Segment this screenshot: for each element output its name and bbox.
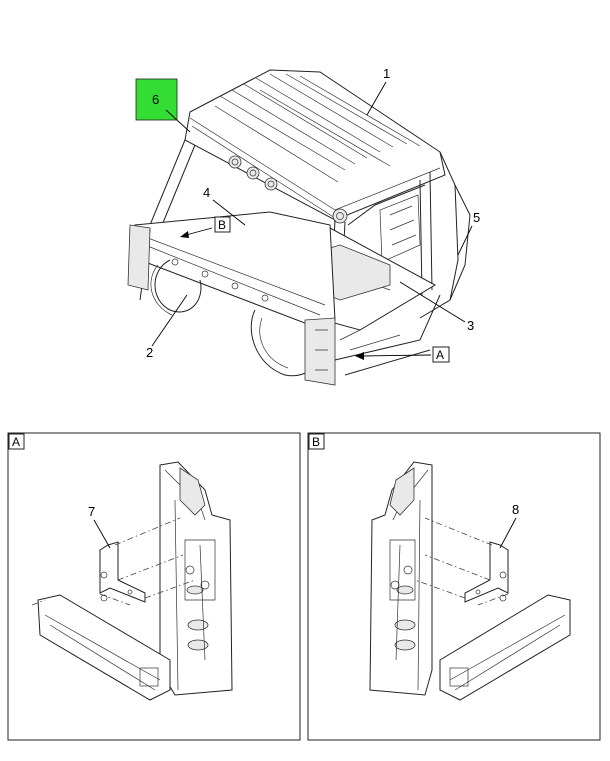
svg-text:B: B <box>218 218 226 232</box>
callout-8: 8 <box>512 502 519 517</box>
panel-b-label: B <box>312 435 320 449</box>
callout-5: 5 <box>473 210 480 225</box>
detail-panel-a: A <box>7 432 301 741</box>
detail-panel-b: B <box>307 432 601 741</box>
callout-4: 4 <box>203 185 210 200</box>
callout-3: 3 <box>467 318 474 333</box>
view-label-b-main: B <box>180 216 231 238</box>
view-label-a-main: A <box>355 346 450 363</box>
callout-6: 6 <box>152 92 159 107</box>
callout-7: 7 <box>88 504 95 519</box>
svg-text:A: A <box>436 348 444 362</box>
callout-1: 1 <box>383 66 390 81</box>
callout-2: 2 <box>146 345 153 360</box>
cab-illustration <box>127 69 471 386</box>
highlight-box <box>135 78 178 121</box>
panel-a-label: A <box>12 435 20 449</box>
